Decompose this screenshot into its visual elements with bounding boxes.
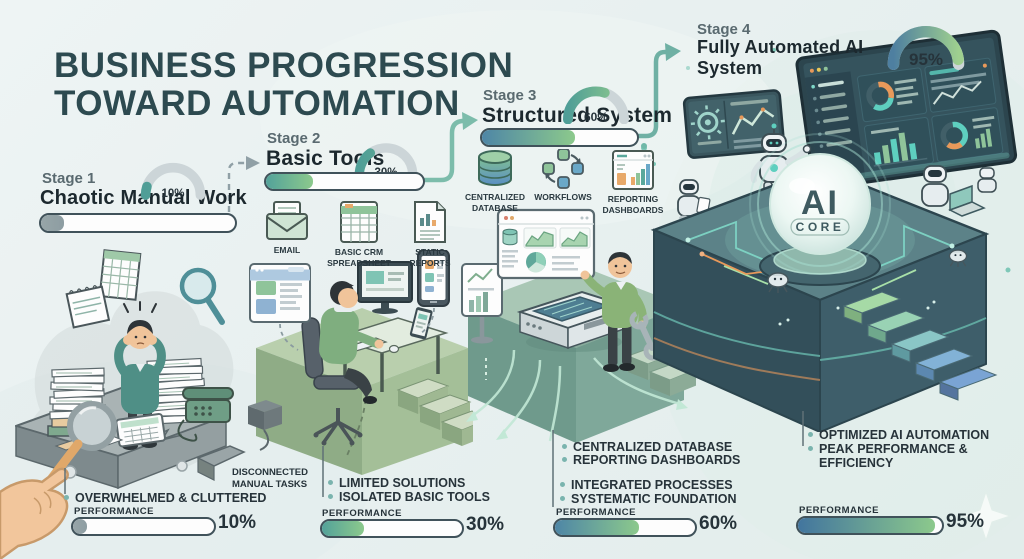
tablet-icon: [409, 307, 433, 340]
stage3-progress-bar: [480, 128, 639, 147]
gear-icon: [690, 105, 725, 140]
stage3-bullet-1: CENTRALIZED DATABASE: [562, 440, 732, 455]
stage4-performance-bar: [796, 516, 944, 535]
tool-workflows-label: WORKFLOWS: [534, 192, 592, 202]
static-report-icon: [414, 201, 446, 243]
tool-spreadsheet-label: BASIC CRM SPREADSHEET: [327, 247, 391, 268]
tool-spreadsheet: BASIC CRM SPREADSHEET: [323, 200, 395, 268]
stage3-bullet-4: SYSTEMATIC FOUNDATION: [560, 492, 737, 507]
stage4-gauge-pct: 95%: [908, 50, 944, 69]
stage2-tools-row: EMAIL BASIC CRM SPREADSHEET STATIC REPOR…: [258, 200, 458, 268]
browser-window-icon: [249, 263, 311, 351]
stage4-name: Fully Automated AI System: [697, 37, 864, 78]
drone-robot-icon: [948, 249, 968, 268]
stage3-tools-row: CENTRALIZED DATABASE WORKFLOWS: [462, 149, 668, 215]
tool-reporting-dashboards-label: REPORTING DASHBOARDS: [602, 194, 664, 215]
desk-phone-icon: [177, 387, 234, 442]
stage1-scene-chaotic-manual-work: [0, 249, 246, 559]
stage1-gauge-pct: 10%: [161, 188, 185, 200]
platform-steps: [396, 378, 473, 446]
stage3-gauge: 60%: [558, 80, 634, 124]
stage1-performance-bar: [71, 517, 216, 536]
office-worker-illustration: [301, 281, 384, 446]
bullet-dot-icon: [328, 494, 333, 499]
stage3-bullet-3: INTEGRATED PROCESSES: [560, 478, 733, 493]
spreadsheet-icon: [340, 201, 378, 243]
tool-static-reports-label: STATIC REPORTS: [409, 247, 451, 268]
tool-centralized-database-label: CENTRALIZED DATABASE: [465, 192, 525, 213]
tool-static-reports: STATIC REPORTS: [402, 200, 458, 268]
ai-core: AI CORE: [749, 133, 891, 286]
ai-core-label-top: AI: [801, 184, 839, 222]
calculator-icon: [115, 412, 166, 448]
dashboard-icon: [612, 150, 654, 190]
floating-steps: [842, 291, 998, 401]
stage4-performance-pct: 95%: [946, 511, 985, 532]
tool-workflows: WORKFLOWS: [532, 149, 594, 203]
stage2-scene-basic-tools: [248, 250, 473, 475]
stage4-bullet-2: PEAK PERFORMANCE & EFFICIENCY: [808, 442, 973, 471]
stage1-progress-bar: [39, 213, 237, 233]
stage2-performance-bar: [320, 519, 464, 538]
bullet-dot-icon: [64, 495, 69, 500]
bullet-dot-icon: [808, 432, 813, 437]
stage3-performance-pct: 60%: [699, 513, 738, 534]
magnifier-icon: [179, 267, 225, 325]
tool-reporting-dashboards: REPORTING DASHBOARDS: [598, 149, 668, 215]
kiosk-chart-sign: [461, 263, 503, 344]
stage2-performance-pct: 30%: [466, 514, 505, 535]
data-flow-lines: [471, 349, 681, 442]
stage1-bullet-1: OVERWHELMED & CLUTTERED: [64, 491, 266, 506]
stage3-performance-bar: [553, 518, 697, 537]
bullet-dot-icon: [560, 482, 565, 487]
drone-robot-icon: [767, 272, 789, 293]
floating-note-icon: [65, 285, 111, 329]
stage4-bullet-1: OPTIMIZED AI AUTOMATION: [808, 428, 989, 443]
stage2-label: Stage 2: [267, 130, 321, 147]
stage4-performance-label: PERFORMANCE: [799, 505, 879, 516]
tool-centralized-database: CENTRALIZED DATABASE: [462, 149, 528, 213]
stage1-label: Stage 1: [42, 170, 96, 187]
robot-laptop-icon: [921, 165, 997, 217]
stage2-bullet-2: ISOLATED BASIC TOOLS: [328, 490, 490, 505]
floating-spreadsheet-icon: [98, 249, 142, 301]
hand-magnifier-illustration: [0, 401, 117, 559]
stage2-performance-label: PERFORMANCE: [322, 508, 402, 519]
stage3-gauge-pct: 60%: [583, 110, 609, 124]
monitoring-panel-screen: [682, 89, 786, 159]
stage3-label: Stage 3: [483, 87, 537, 104]
stage2-bullet-1: LIMITED SOLUTIONS: [328, 476, 465, 491]
bullet-dot-icon: [562, 457, 567, 462]
technician-person-illustration: [580, 252, 663, 372]
stage3-bullet-2: REPORTING DASHBOARDS: [562, 453, 740, 468]
database-icon: [478, 150, 512, 186]
bullet-dot-icon: [808, 446, 813, 451]
bullet-dot-icon: [328, 480, 333, 485]
workflow-icon: [542, 149, 584, 189]
bullet-dot-icon: [560, 496, 565, 501]
stage4-label: Stage 4: [697, 21, 751, 38]
stage1-performance-label: PERFORMANCE: [74, 506, 154, 517]
stage2-name: Basic Tools: [266, 147, 385, 170]
mobile-phone-icon: [417, 250, 450, 335]
stage2-progress-bar: [264, 172, 425, 191]
stage1-gauge: 10%: [136, 156, 210, 200]
tool-email: EMAIL: [258, 200, 316, 256]
ai-core-label-bottom: CORE: [796, 220, 845, 234]
stage4-gauge: 95%: [882, 18, 970, 70]
stage3-performance-label: PERFORMANCE: [556, 507, 636, 518]
tool-email-label: EMAIL: [273, 245, 301, 255]
stage4-scene-ai-system: AI CORE: [641, 29, 1018, 432]
email-icon: [266, 201, 308, 240]
stage1-scene-caption: DISCONNECTED MANUAL TASKS: [232, 467, 309, 491]
page-title: BUSINESS PROGRESSION TOWARD AUTOMATION: [54, 46, 514, 124]
dashboard-window-icon: [496, 208, 596, 280]
bullet-dot-icon: [562, 444, 567, 449]
mouse-icon: [388, 344, 400, 354]
desktop-monitor-icon: [357, 261, 413, 314]
stage1-performance-pct: 10%: [218, 512, 257, 533]
